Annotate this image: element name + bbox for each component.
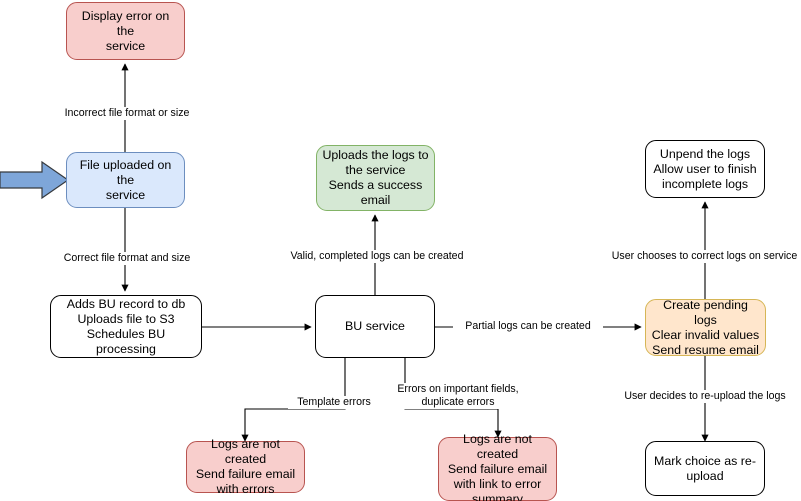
edge-label-important-errors: Errors on important fields, duplicate er… bbox=[392, 383, 524, 409]
edge-label-template-errors: Template errors bbox=[288, 396, 380, 409]
node-file-uploaded[interactable]: File uploaded on the service bbox=[66, 152, 185, 208]
edge-label-valid-completed: Valid, completed logs can be created bbox=[280, 250, 474, 263]
edge-label-user-reuploads: User decides to re-upload the logs bbox=[614, 390, 796, 403]
edge-label-incorrect-format: Incorrect file format or size bbox=[52, 107, 202, 120]
node-logs-not-created-summary[interactable]: Logs are not created Send failure email … bbox=[438, 432, 557, 501]
node-create-pending-logs[interactable]: Create pending logs Clear invalid values… bbox=[645, 298, 766, 357]
input-arrow-icon bbox=[0, 160, 70, 200]
node-unpend-logs[interactable]: Unpend the logs Allow user to finish inc… bbox=[645, 140, 765, 198]
edge-label-correct-format: Correct file format and size bbox=[52, 252, 202, 265]
node-logs-not-created-errors[interactable]: Logs are not created Send failure email … bbox=[186, 437, 305, 496]
node-bu-service[interactable]: BU service bbox=[315, 295, 435, 358]
edge-label-partial-logs: Partial logs can be created bbox=[453, 320, 603, 333]
node-mark-choice[interactable]: Mark choice as re- upload bbox=[645, 441, 765, 496]
edge-label-user-corrects: User chooses to correct logs on service bbox=[604, 250, 801, 263]
node-adds-bu-record[interactable]: Adds BU record to db Uploads file to S3 … bbox=[50, 295, 202, 358]
node-uploads-logs[interactable]: Uploads the logs to the service Sends a … bbox=[316, 145, 435, 211]
node-display-error[interactable]: Display error on the service bbox=[66, 2, 185, 60]
